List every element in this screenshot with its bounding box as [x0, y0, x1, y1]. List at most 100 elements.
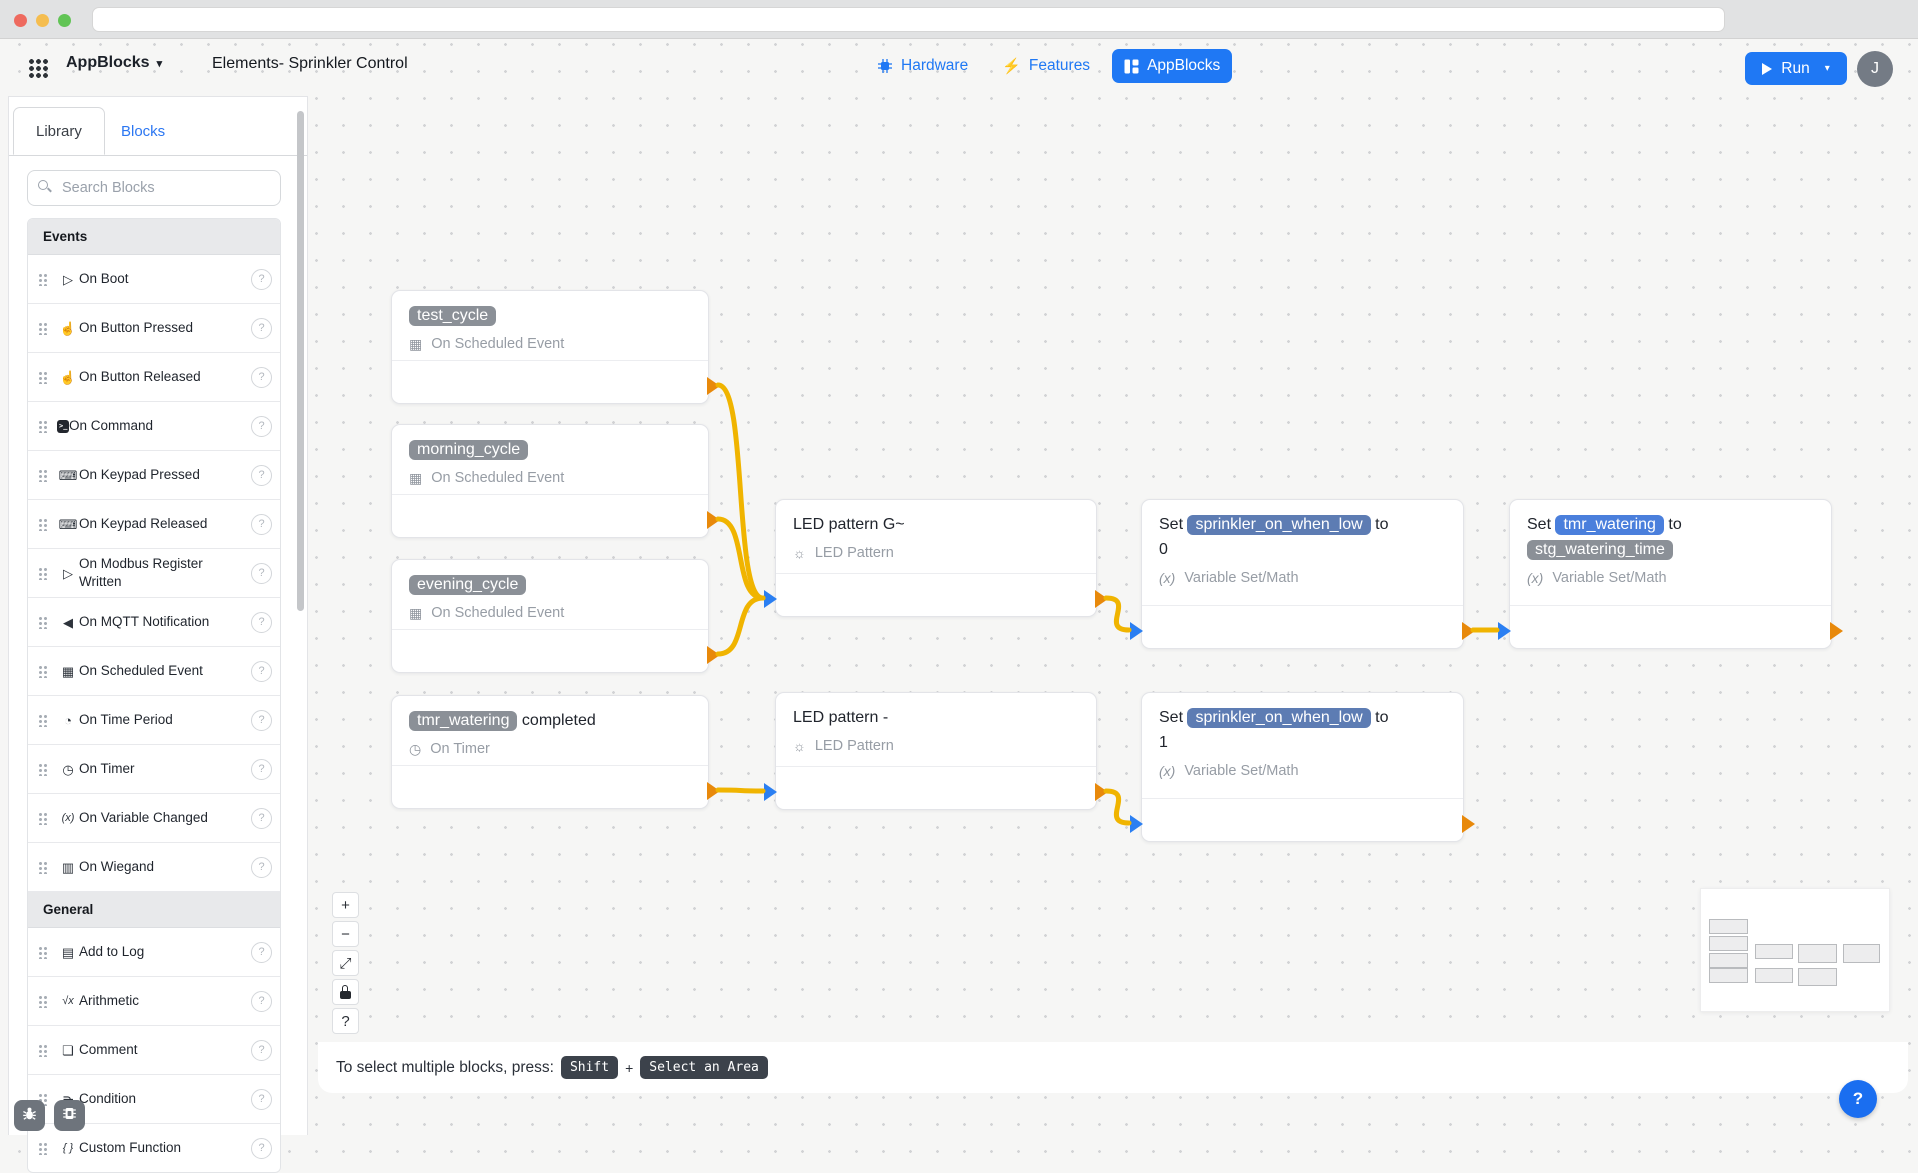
drag-handle-icon[interactable]	[38, 1092, 47, 1106]
item-help-icon[interactable]: ?	[251, 660, 272, 682]
window-minimize-button[interactable]	[36, 14, 49, 27]
flow-block-evening_cycle[interactable]: evening_cycle▦On Scheduled Event	[391, 559, 720, 673]
drag-handle-icon[interactable]	[38, 1043, 47, 1057]
output-port[interactable]	[707, 511, 720, 529]
library-item-on-keypad-released[interactable]: ⌨On Keypad Released?	[28, 500, 280, 549]
item-help-icon[interactable]: ?	[251, 1088, 272, 1110]
sidebar-scrollbar[interactable]	[297, 111, 304, 611]
flow-block-test_cycle[interactable]: test_cycle▦On Scheduled Event	[391, 290, 720, 404]
output-port[interactable]	[1095, 783, 1108, 801]
library-item-on-wiegand[interactable]: ▥On Wiegand?	[28, 843, 280, 892]
item-help-icon[interactable]: ?	[251, 1039, 272, 1061]
item-help-icon[interactable]: ?	[251, 856, 272, 878]
canvas-help-button[interactable]: ?	[332, 1008, 359, 1034]
item-help-icon[interactable]: ?	[251, 807, 272, 829]
app-launcher-grid-icon[interactable]	[28, 58, 48, 78]
item-help-icon[interactable]: ?	[251, 941, 272, 963]
drag-handle-icon[interactable]	[38, 860, 47, 874]
zoom-out-button[interactable]: −	[332, 921, 359, 947]
flow-block-led_m[interactable]: LED pattern -☼LED Pattern	[764, 692, 1108, 810]
search-input[interactable]	[27, 170, 281, 206]
drag-handle-icon[interactable]	[38, 762, 47, 776]
window-zoom-button[interactable]	[58, 14, 71, 27]
tab-library[interactable]: Library	[13, 107, 105, 155]
minimap[interactable]	[1700, 888, 1890, 1012]
output-port[interactable]	[1462, 622, 1475, 640]
drag-handle-icon[interactable]	[38, 1141, 47, 1155]
run-button[interactable]: Run ▾	[1745, 52, 1847, 85]
drag-handle-icon[interactable]	[38, 713, 47, 727]
output-port[interactable]	[1462, 815, 1475, 833]
lock-button[interactable]	[332, 979, 359, 1005]
item-help-icon[interactable]: ?	[251, 366, 272, 388]
flow-block-morning_cycle[interactable]: morning_cycle▦On Scheduled Event	[391, 424, 720, 538]
drag-handle-icon[interactable]	[38, 994, 47, 1008]
drag-handle-icon[interactable]	[38, 945, 47, 959]
item-help-icon[interactable]: ?	[251, 268, 272, 290]
flow-block-tmr_completed[interactable]: tmr_watering completed◷On Timer	[391, 695, 720, 809]
drag-handle-icon[interactable]	[38, 321, 47, 335]
item-help-icon[interactable]: ?	[251, 990, 272, 1012]
nav-features[interactable]: ⚡Features	[990, 49, 1102, 83]
drag-handle-icon[interactable]	[38, 615, 47, 629]
library-item-on-time-period[interactable]: ◔On Time Period?	[28, 696, 280, 745]
drag-handle-icon[interactable]	[38, 370, 47, 384]
library-item-comment[interactable]: ❏Comment?	[28, 1026, 280, 1075]
output-port[interactable]	[707, 782, 720, 800]
library-item-on-button-pressed[interactable]: ☝On Button Pressed?	[28, 304, 280, 353]
drag-handle-icon[interactable]	[38, 468, 47, 482]
browser-address-bar[interactable]	[92, 7, 1725, 32]
input-port[interactable]	[764, 783, 777, 801]
fit-view-button[interactable]: ⤢	[332, 950, 359, 976]
drag-handle-icon[interactable]	[38, 664, 47, 678]
run-dropdown-caret-icon[interactable]: ▾	[1824, 63, 1830, 74]
output-port[interactable]	[1830, 622, 1843, 640]
library-item-on-timer[interactable]: ◷On Timer?	[28, 745, 280, 794]
output-port[interactable]	[707, 646, 720, 664]
item-help-icon[interactable]: ?	[251, 562, 272, 584]
avatar[interactable]: J	[1857, 51, 1893, 87]
input-port[interactable]	[1130, 622, 1143, 640]
item-help-icon[interactable]: ?	[251, 464, 272, 486]
library-item-on-mqtt-notification[interactable]: ◀On MQTT Notification?	[28, 598, 280, 647]
drag-handle-icon[interactable]	[38, 811, 47, 825]
nav-appblocks[interactable]: AppBlocks	[1112, 49, 1233, 83]
appblocks-menu-button[interactable]: AppBlocks ▾	[66, 54, 162, 72]
debug-button[interactable]	[14, 1100, 45, 1131]
device-button[interactable]	[54, 1100, 85, 1131]
window-close-button[interactable]	[14, 14, 27, 27]
input-port[interactable]	[764, 590, 777, 608]
library-item-on-variable-changed[interactable]: (x)On Variable Changed?	[28, 794, 280, 843]
item-help-icon[interactable]: ?	[251, 513, 272, 535]
library-item-on-modbus-register-written[interactable]: ▷On Modbus Register Written?	[28, 549, 280, 598]
library-item-on-keypad-pressed[interactable]: ⌨On Keypad Pressed?	[28, 451, 280, 500]
item-help-icon[interactable]: ?	[251, 709, 272, 731]
item-help-icon[interactable]: ?	[251, 611, 272, 633]
output-port[interactable]	[1095, 590, 1108, 608]
library-item-add-to-log[interactable]: ▤Add to Log?	[28, 928, 280, 977]
canvas[interactable]: test_cycle▦On Scheduled Event morning_cyc…	[0, 0, 1918, 1135]
library-item-on-command[interactable]: >_On Command?	[28, 402, 280, 451]
input-port[interactable]	[1498, 622, 1511, 640]
library-item-on-button-released[interactable]: ☝On Button Released?	[28, 353, 280, 402]
library-item-on-boot[interactable]: ▷On Boot?	[28, 255, 280, 304]
library-item-custom-function[interactable]: { }Custom Function?	[28, 1124, 280, 1172]
item-help-icon[interactable]: ?	[251, 415, 272, 437]
drag-handle-icon[interactable]	[38, 566, 47, 580]
drag-handle-icon[interactable]	[38, 517, 47, 531]
output-port[interactable]	[707, 377, 720, 395]
drag-handle-icon[interactable]	[38, 419, 47, 433]
drag-handle-icon[interactable]	[38, 272, 47, 286]
help-button[interactable]: ?	[1839, 1080, 1877, 1118]
library-item-on-scheduled-event[interactable]: ▦On Scheduled Event?	[28, 647, 280, 696]
item-help-icon[interactable]: ?	[251, 758, 272, 780]
nav-hardware[interactable]: Hardware	[865, 49, 980, 83]
item-help-icon[interactable]: ?	[251, 317, 272, 339]
input-port[interactable]	[1130, 815, 1143, 833]
item-help-icon[interactable]: ?	[251, 1137, 272, 1159]
tab-blocks[interactable]: Blocks	[121, 122, 166, 140]
